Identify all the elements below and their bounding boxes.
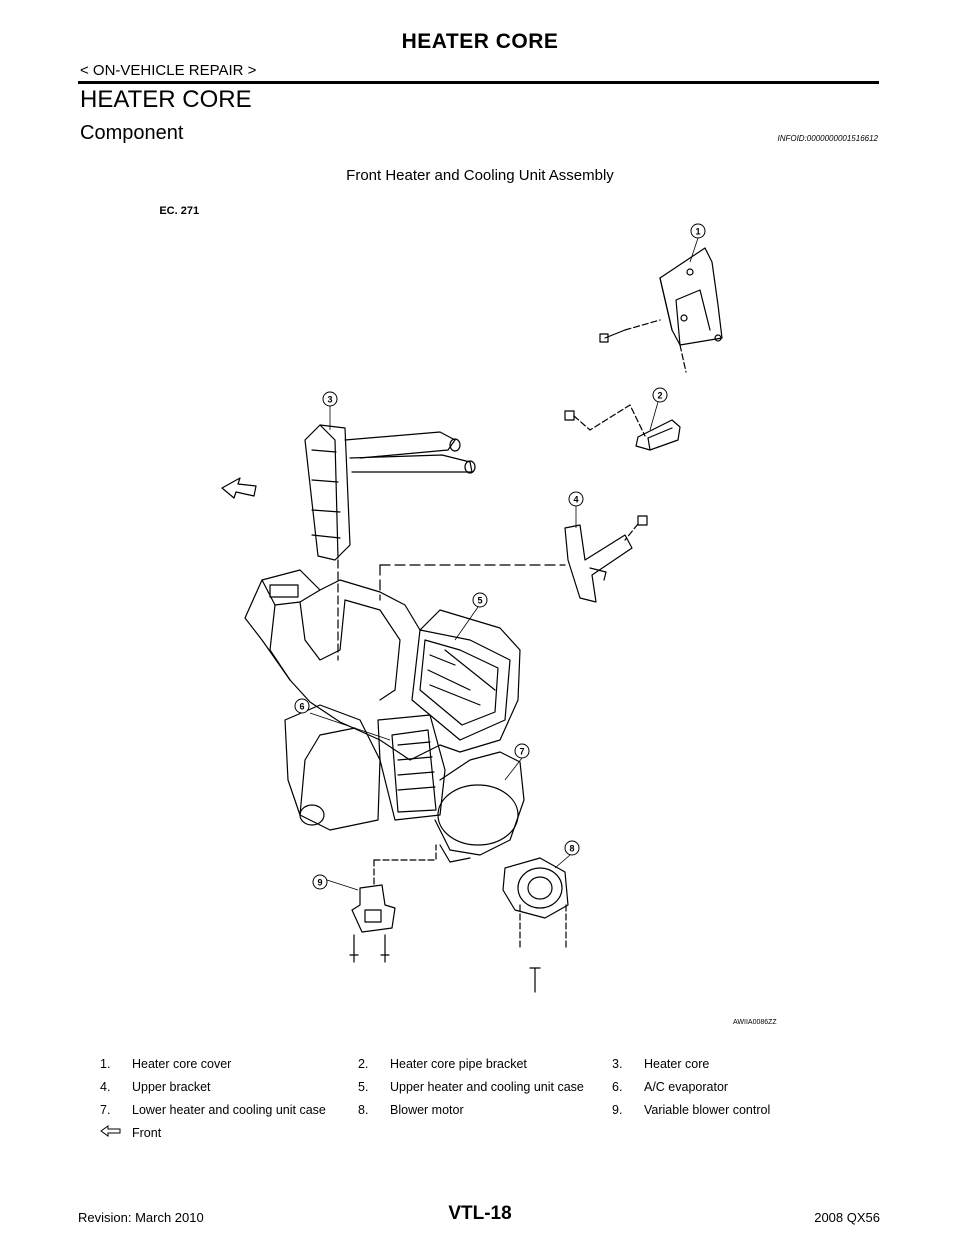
callout-9: 9 <box>312 874 328 890</box>
svg-text:4: 4 <box>573 495 578 505</box>
blower-motor-part <box>502 857 569 993</box>
legend-item-text: Blower motor <box>390 1102 464 1117</box>
revision-date: Revision: March 2010 <box>78 1210 204 1225</box>
legend-row: 7. Lower heater and cooling unit case 8. Bl… <box>100 1098 880 1121</box>
legend-item-text: Lower heater and cooling unit case <box>132 1102 326 1117</box>
main-heading: HEATER CORE <box>80 86 252 113</box>
breadcrumb: < ON-VEHICLE REPAIR > <box>80 62 257 79</box>
svg-text:1: 1 <box>695 227 700 237</box>
svg-text:3: 3 <box>327 395 332 405</box>
callout-markers: 1 2 3 4 5 6 7 8 9 <box>294 223 706 890</box>
arrow-left-outline-icon <box>100 1121 132 1144</box>
legend-item-number: 5. <box>358 1079 369 1094</box>
callout-1: 1 <box>690 223 706 239</box>
legend-item-number: 1. <box>100 1056 111 1071</box>
header-rule <box>78 81 879 84</box>
front-arrow-icon <box>221 477 257 499</box>
callout-3: 3 <box>322 391 338 407</box>
callout-7: 7 <box>514 743 530 759</box>
section-label: SEC. 271 <box>160 205 199 217</box>
component-heading: Component <box>80 122 184 144</box>
svg-text:7: 7 <box>519 747 524 757</box>
callout-8: 8 <box>564 840 580 856</box>
callout-4: 4 <box>568 491 584 507</box>
legend-item-number: 2. <box>358 1056 369 1071</box>
legend-front-label: Front <box>132 1125 162 1140</box>
legend-item-number: 3. <box>612 1056 623 1071</box>
legend-item-text: Heater core cover <box>132 1056 232 1071</box>
legend-item-text: Upper heater and cooling unit case <box>390 1079 584 1094</box>
legend-item-number: 9. <box>612 1102 623 1117</box>
heater-core-cover-part <box>599 247 723 373</box>
legend-item-text: A/C evaporator <box>644 1079 729 1094</box>
parts-legend: 1. Heater core cover 2. Heater core pipe br… <box>100 1052 880 1144</box>
svg-text:2: 2 <box>657 391 662 401</box>
svg-text:9: 9 <box>317 878 322 888</box>
heater-core-part <box>304 424 476 661</box>
legend-item-number: 4. <box>100 1079 111 1094</box>
pipe-bracket-part <box>564 404 681 451</box>
callout-6: 6 <box>294 698 310 714</box>
callout-2: 2 <box>652 387 668 403</box>
svg-text:8: 8 <box>569 844 574 854</box>
page-number: VTL-18 <box>448 1203 512 1224</box>
figure-title: Front Heater and Cooling Unit Assembly <box>346 167 614 184</box>
unit-case-assembly <box>244 569 525 863</box>
exploded-view-diagram: 1 2 3 4 5 6 7 8 9 SEC. 271 AWIIA0086ZZ <box>160 205 777 1026</box>
legend-item-text: Upper bracket <box>132 1079 211 1094</box>
legend-item-text: Heater core pipe bracket <box>390 1056 527 1071</box>
info-id: INFOID:0000000001516612 <box>777 134 878 143</box>
upper-bracket-part <box>379 515 648 603</box>
callout-leaders <box>309 237 699 891</box>
callout-5: 5 <box>472 592 488 608</box>
legend-item-number: 8. <box>358 1102 369 1117</box>
svg-text:5: 5 <box>477 596 482 606</box>
model-year: 2008 QX56 <box>814 1210 880 1225</box>
legend-row: 1. Heater core cover 2. Heater core pipe br… <box>100 1052 880 1075</box>
legend-item-text: Variable blower control <box>644 1102 771 1117</box>
svg-text:6: 6 <box>299 702 304 712</box>
legend-item-text: Heater core <box>644 1056 710 1071</box>
legend-row: 4. Upper bracket 5. Upper heater and coolin… <box>100 1075 880 1098</box>
page-title: HEATER CORE <box>401 30 559 53</box>
legend-item-number: 6. <box>612 1079 623 1094</box>
legend-row-front: Front <box>100 1121 880 1144</box>
variable-blower-control-part <box>349 844 437 963</box>
image-code: AWIIA0086ZZ <box>733 1019 777 1026</box>
legend-item-number: 7. <box>100 1102 111 1117</box>
